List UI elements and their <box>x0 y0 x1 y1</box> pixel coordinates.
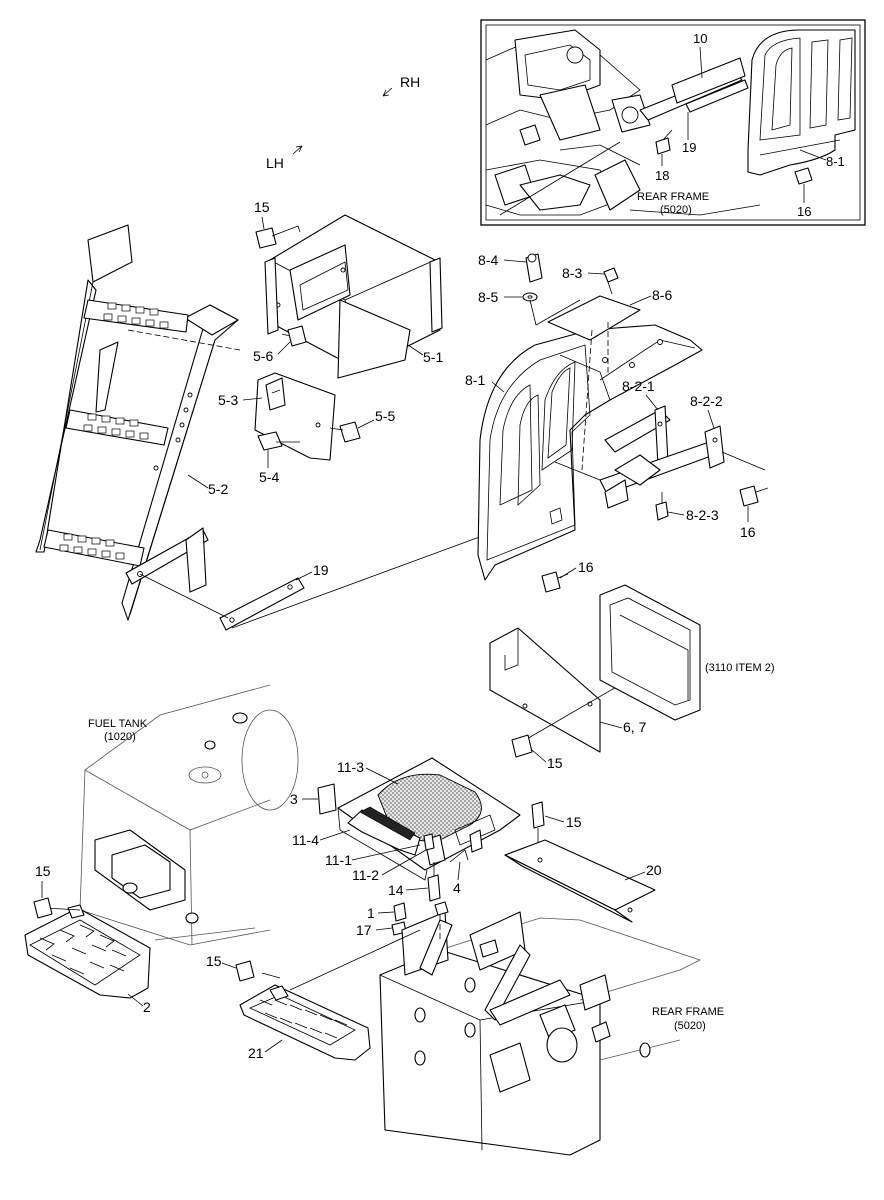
part-5-6-bolt <box>281 325 307 347</box>
part-16-bolt-right <box>739 485 769 507</box>
inset-part-16-bolt <box>794 167 813 185</box>
direction-indicator-lh: LH <box>266 145 303 171</box>
part-3-clip <box>317 783 337 815</box>
callout-labels: 15 5-6 5-1 5-3 5-5 5-4 5-2 19 8-4 8-3 8-… <box>35 199 756 1061</box>
callout-20: 20 <box>646 862 662 878</box>
callout-5-3: 5-3 <box>218 392 238 408</box>
callout-8-3: 8-3 <box>562 265 582 281</box>
fuel-tank-label: FUEL TANK <box>88 718 148 730</box>
inset-callout-16: 16 <box>797 204 811 219</box>
inset-rear-frame-label: REAR FRAME <box>637 191 709 203</box>
callout-5-6: 5-6 <box>253 348 273 364</box>
callout-16-mid: 16 <box>578 559 594 575</box>
inset-callout-18: 18 <box>655 168 669 183</box>
callout-11-2: 11-2 <box>352 867 379 883</box>
callout-21: 21 <box>248 1045 264 1061</box>
callout-11-3: 11-3 <box>337 759 364 775</box>
callout-17: 17 <box>356 922 372 938</box>
inset-rear-frame-code: (5020) <box>660 204 692 216</box>
callout-8-5: 8-5 <box>478 289 498 305</box>
part-20-plate <box>504 839 656 923</box>
part-15-bolt-mid <box>511 734 533 758</box>
part-1-bolt <box>393 902 407 922</box>
ref-3110-frame <box>599 584 701 721</box>
reference-labels: FUEL TANK (1020) (3110 ITEM 2) REAR FRAM… <box>88 662 775 1032</box>
callout-3: 3 <box>290 791 298 807</box>
callout-5-1: 5-1 <box>423 349 443 365</box>
inset-rear-frame <box>485 29 761 216</box>
callout-4: 4 <box>453 880 461 896</box>
rear-frame-label: REAR FRAME <box>652 1006 724 1018</box>
callout-11-1: 11-1 <box>325 852 352 868</box>
inset-part-10-bracket <box>611 57 746 133</box>
callout-15-left: 15 <box>35 863 51 879</box>
part-19-strip <box>139 531 494 631</box>
callout-8-1-main: 8-1 <box>465 372 485 388</box>
callout-6-7: 6, 7 <box>623 719 647 735</box>
part-8-3-bolt <box>603 267 619 295</box>
part-2-step <box>24 904 151 999</box>
callout-19-main: 19 <box>313 562 329 578</box>
part-5-5-bolt <box>329 421 361 443</box>
direction-indicator-rh: RH <box>382 74 420 97</box>
callout-8-2-1: 8-2-1 <box>622 378 655 394</box>
part-16-bolt-mid <box>541 571 569 593</box>
part-8-6-plate <box>547 295 641 341</box>
part-21-step <box>239 929 421 1061</box>
part-5-4-clip <box>257 431 283 451</box>
callout-5-4: 5-4 <box>259 469 279 485</box>
item-3110-label: (3110 ITEM 2) <box>705 662 775 674</box>
part-8-4-bolt <box>525 253 543 283</box>
part-5-1-box <box>264 214 443 379</box>
callout-5-5: 5-5 <box>375 408 395 424</box>
part-5-2-step-ladder <box>35 224 241 621</box>
inset-callout-19: 19 <box>682 140 696 155</box>
part-11-2-screw <box>423 833 435 851</box>
inset-part-18-bolt <box>655 129 673 155</box>
callout-15-right: 15 <box>566 814 582 830</box>
ref-rear-frame-main <box>379 901 701 1156</box>
callout-1: 1 <box>367 905 375 921</box>
inset-callout-8-1: 8-1 <box>826 154 845 169</box>
callout-2: 2 <box>143 999 151 1015</box>
part-15-bolt-bottom <box>235 960 255 982</box>
callout-5-2: 5-2 <box>208 481 228 497</box>
rear-frame-code: (5020) <box>674 1020 706 1032</box>
part-14-bolt <box>427 862 441 902</box>
part-8-1-fender <box>477 324 703 581</box>
fuel-tank-code: (1020) <box>104 731 136 743</box>
ref-fuel-tank <box>79 684 299 946</box>
callout-15-bottom: 15 <box>206 953 222 969</box>
part-8-2-bracket <box>554 405 766 509</box>
arrow-rh-icon <box>382 87 393 97</box>
part-8-2-3-bolt <box>655 492 669 521</box>
part-15-bolt-left <box>33 897 53 919</box>
part-11-4-handle <box>347 809 421 856</box>
direction-lh-label: LH <box>266 155 284 171</box>
arrow-lh-icon <box>292 145 303 155</box>
callout-15-top: 15 <box>254 199 270 215</box>
callout-11-4: 11-4 <box>292 832 319 848</box>
inset-detail-panel: 10 19 18 8-1 16 REAR FRAME (5020) <box>480 19 866 226</box>
callout-8-6: 8-6 <box>652 287 672 303</box>
callout-8-4: 8-4 <box>478 252 498 268</box>
part-8-5-washer <box>522 292 538 302</box>
inset-part-19-strip <box>685 79 749 113</box>
callout-8-2-2: 8-2-2 <box>690 393 723 409</box>
callout-16-right: 16 <box>740 524 756 540</box>
callout-8-2-3: 8-2-3 <box>686 507 719 523</box>
inset-callout-10: 10 <box>693 31 707 46</box>
callout-15-mid: 15 <box>547 755 563 771</box>
callout-14: 14 <box>388 882 404 898</box>
direction-rh-label: RH <box>400 74 420 90</box>
part-11-seat-assembly <box>337 757 521 881</box>
inset-part-8-1-fender <box>747 29 856 176</box>
part-15-bolt-top <box>255 225 301 249</box>
